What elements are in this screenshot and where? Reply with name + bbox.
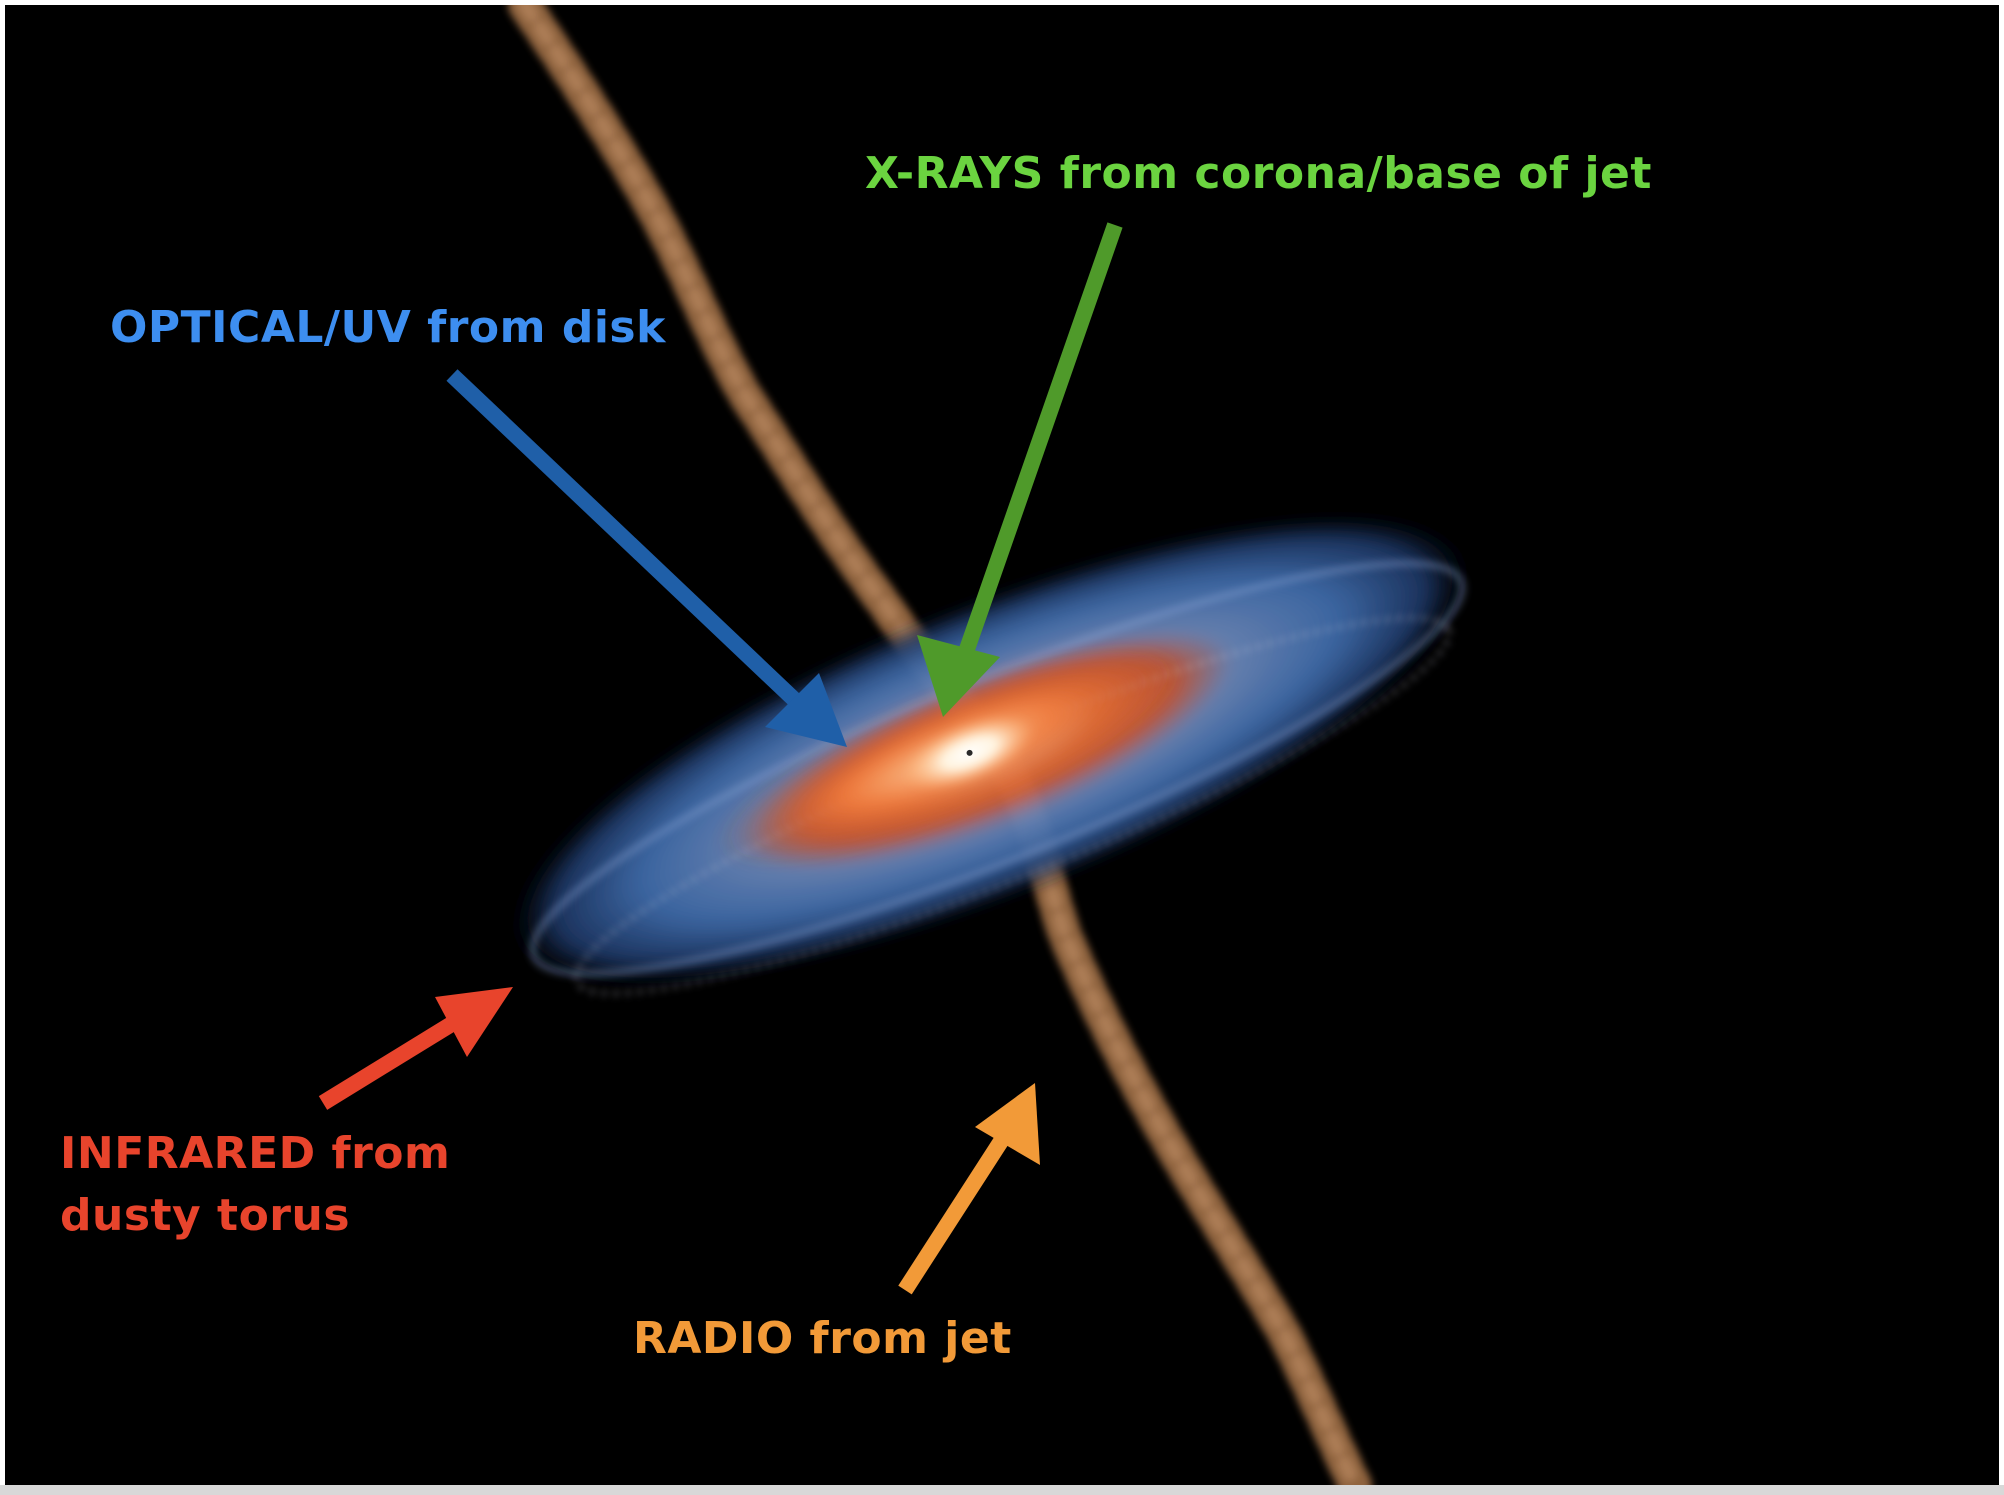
radio-arrow [898, 1083, 1040, 1295]
bottom-border [0, 1485, 2004, 1495]
infrared-label: INFRARED from dusty torus [60, 1123, 450, 1247]
optical-arrow [446, 369, 847, 747]
xray-arrow [917, 222, 1123, 717]
infrared-label-line2: dusty torus [60, 1190, 351, 1241]
infrared-arrow [318, 987, 513, 1110]
agn-illustration [318, 5, 1476, 1485]
accretion-disk [504, 513, 1476, 996]
xray-label: X-RAYS from corona/base of jet [865, 148, 1652, 199]
infrared-label-line1: INFRARED from [60, 1128, 451, 1179]
slide-canvas: X-RAYS from corona/base of jet OPTICAL/U… [5, 5, 1999, 1485]
optical-uv-label: OPTICAL/UV from disk [110, 302, 666, 353]
radio-label: RADIO from jet [633, 1313, 1012, 1364]
